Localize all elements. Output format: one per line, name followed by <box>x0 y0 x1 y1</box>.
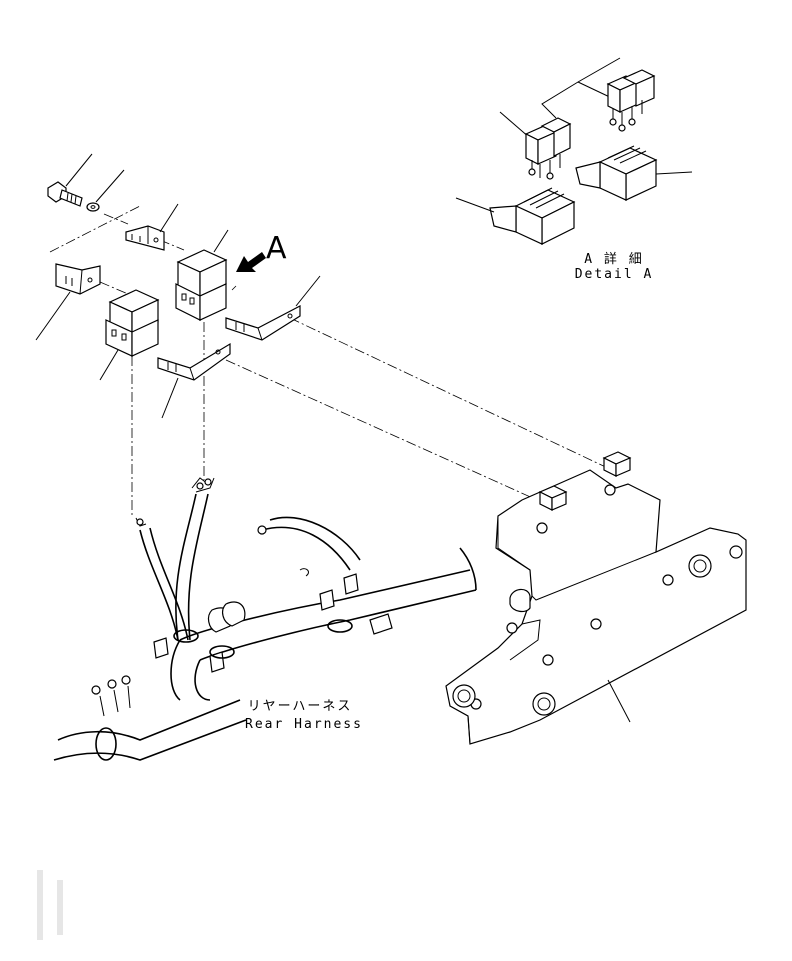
bracket-long-left-leader <box>161 377 179 419</box>
scan-artifact <box>37 870 63 940</box>
connector-right-leader <box>655 171 693 175</box>
bracket-long-left-icon <box>157 342 231 419</box>
rear-harness-icon <box>53 477 477 761</box>
assembly-line <box>49 205 141 253</box>
bracket-small-upper-icon <box>125 203 179 251</box>
assembly-line <box>231 285 237 291</box>
harness-label-jp: リヤーハーネス <box>248 699 353 714</box>
washer-icon <box>86 169 125 212</box>
detail-title-jp: A 詳 細 <box>584 251 643 267</box>
relay-lower-icon <box>99 289 160 381</box>
assembly-line <box>103 213 129 225</box>
view-letter: A <box>266 231 287 266</box>
assembly-line <box>225 359 547 505</box>
bracket-long-right-leader <box>295 275 321 307</box>
mounting-plate-leader <box>607 679 631 723</box>
bolt-icon <box>47 153 93 207</box>
bracket-small-upper-leader <box>159 203 179 233</box>
detail-a-view: A 詳 細 Detail A <box>455 57 693 282</box>
relay-lower-leader <box>99 349 119 381</box>
assembly-line <box>289 317 613 471</box>
relay-single-icon <box>524 117 572 180</box>
connector-left-leader <box>455 197 495 213</box>
connector-right-icon <box>575 145 693 201</box>
harness-label-en: Rear Harness <box>245 717 363 732</box>
bolt-leader <box>65 153 93 187</box>
assembly-line <box>99 281 129 295</box>
relay-upper-leader <box>213 229 229 253</box>
connector-left-icon <box>455 187 576 245</box>
bracket-long-right-icon <box>225 275 321 341</box>
relay-pair-icon <box>606 69 656 132</box>
detail-title-en: Detail A <box>575 267 654 282</box>
relay-upper-icon <box>175 229 229 321</box>
washer-leader <box>95 169 125 203</box>
mounting-plate-icon <box>445 451 747 745</box>
bracket-small-lower-leader <box>35 291 71 341</box>
bracket-small-lower-icon <box>35 263 101 341</box>
relay-single-leader <box>499 111 531 139</box>
view-arrow-icon <box>236 252 266 272</box>
